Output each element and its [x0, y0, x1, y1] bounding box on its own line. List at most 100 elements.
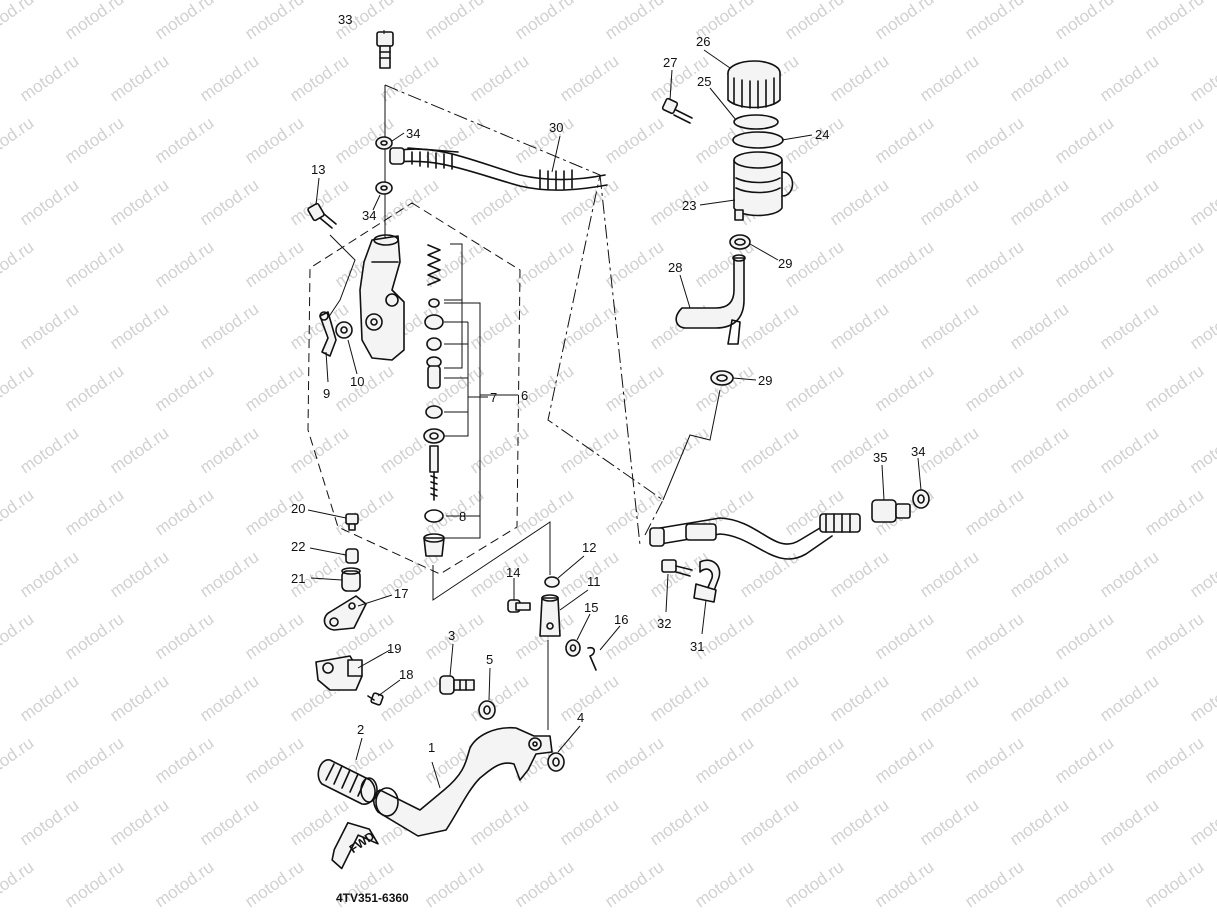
watermark-text: motod.ru — [916, 671, 982, 725]
callout-28: 28 — [668, 260, 682, 275]
watermark-text: motod.ru — [916, 175, 982, 229]
watermark-text: motod.ru — [961, 857, 1027, 911]
watermark-text: motod.ru — [691, 857, 757, 911]
watermark-text: motod.ru — [1186, 795, 1217, 849]
watermark-text: motod.ru — [1006, 423, 1072, 477]
watermark-text: motod.ru — [916, 299, 982, 353]
watermark-text: motod.ru — [0, 857, 37, 911]
bolt-3 — [439, 675, 475, 695]
callout-3: 3 — [448, 628, 455, 643]
washer-34-lower — [912, 489, 930, 509]
watermark-text: motod.ru — [466, 423, 532, 477]
watermark-text: motod.ru — [781, 361, 847, 415]
watermark-text: motod.ru — [151, 237, 217, 291]
watermark-text: motod.ru — [241, 0, 307, 43]
master-cylinder-kit-outline — [307, 202, 521, 575]
watermark-text: motod.ru — [1006, 547, 1072, 601]
watermark-text: motod.ru — [781, 0, 847, 43]
callout-29-upper: 29 — [778, 256, 792, 271]
watermark-text: motod.ru — [151, 361, 217, 415]
cotter-pin-16 — [587, 646, 597, 671]
watermark-text: motod.ru — [1051, 237, 1117, 291]
watermark-text: motod.ru — [1096, 175, 1162, 229]
watermark-text: motod.ru — [916, 547, 982, 601]
washer-15 — [565, 639, 581, 657]
watermark-text: motod.ru — [106, 671, 172, 725]
watermark-text: motod.ru — [151, 485, 217, 539]
callout-labels: 1 2 3 4 5 6 7 8 9 10 11 12 13 14 15 16 1… — [291, 12, 925, 755]
watermark-text: motod.ru — [196, 175, 262, 229]
callout-2: 2 — [357, 722, 364, 737]
pin-14 — [507, 599, 531, 613]
watermark-text: motod.ru — [61, 0, 127, 43]
bolt-32 — [661, 559, 693, 577]
watermark-text: motod.ru — [961, 361, 1027, 415]
watermark-text: motod.ru — [1186, 671, 1217, 725]
callout-30: 30 — [549, 120, 563, 135]
watermark-text: motod.ru — [646, 423, 712, 477]
watermark-text: motod.ru — [196, 423, 262, 477]
watermark-text: motod.ru — [0, 485, 37, 539]
watermark-text: motod.ru — [106, 423, 172, 477]
diagram-code: 4TV351-6360 — [336, 891, 409, 905]
watermark-text: motod.ru — [106, 795, 172, 849]
callout-4: 4 — [577, 710, 584, 725]
callout-22: 22 — [291, 539, 305, 554]
watermark-text: motod.ru — [691, 361, 757, 415]
watermark-text: motod.ru — [1141, 733, 1207, 787]
bracket-group-top — [444, 243, 463, 369]
watermark-text: motod.ru — [151, 857, 217, 911]
watermark-text: motod.ru — [1186, 299, 1217, 353]
watermark-text: motod.ru — [691, 609, 757, 663]
watermark-text: motod.ru — [781, 733, 847, 787]
watermark-text: motod.ru — [61, 733, 127, 787]
bracket-19 — [315, 655, 363, 691]
watermark-text: motod.ru — [61, 609, 127, 663]
callout-12: 12 — [582, 540, 596, 555]
watermark-text: motod.ru — [871, 237, 937, 291]
watermark-text: motod.ru — [241, 237, 307, 291]
callout-16: 16 — [614, 612, 628, 627]
watermark-text: motod.ru — [196, 51, 262, 105]
piston-kit-stack — [423, 244, 445, 557]
watermark-text: motod.ru — [241, 361, 307, 415]
watermark-text: motod.ru — [466, 175, 532, 229]
watermark-text: motod.ru — [1096, 423, 1162, 477]
watermark-text: motod.ru — [556, 671, 622, 725]
watermark-text: motod.ru — [106, 175, 172, 229]
watermark-text: motod.ru — [1006, 51, 1072, 105]
watermark-text: motod.ru — [826, 175, 892, 229]
watermark-text: motod.ru — [1186, 423, 1217, 477]
watermark-text: motod.ru — [1006, 795, 1072, 849]
watermark-text: motod.ru — [1186, 51, 1217, 105]
watermark-text: motod.ru — [16, 299, 82, 353]
callout-1: 1 — [428, 740, 435, 755]
diaphragm-plate-25 — [733, 114, 779, 130]
watermark-text: motod.ru — [916, 795, 982, 849]
hose-routing-line-2 — [599, 174, 641, 546]
clevis-11 — [539, 594, 561, 637]
callout-23: 23 — [682, 198, 696, 213]
watermark-text: motod.ru — [151, 0, 217, 43]
watermark-text: motod.ru — [1141, 609, 1207, 663]
watermark-text: motod.ru — [61, 857, 127, 911]
bracket-group-7 — [444, 321, 469, 437]
watermark-text: motod.ru — [736, 671, 802, 725]
watermark-text: motod.ru — [1141, 0, 1207, 43]
watermark-text: motod.ru — [871, 857, 937, 911]
callout-32: 32 — [657, 616, 671, 631]
watermark-text: motod.ru — [0, 113, 37, 167]
watermark-text: motod.ru — [331, 485, 397, 539]
watermark-text: motod.ru — [61, 237, 127, 291]
watermark-text: motod.ru — [1141, 113, 1207, 167]
watermark-text: motod.ru — [106, 299, 172, 353]
washer-5 — [478, 700, 496, 720]
nut-10 — [335, 321, 353, 339]
bolt-20 — [345, 513, 359, 531]
watermark-text: motod.ru — [286, 175, 352, 229]
hose-clamp-29-lower — [710, 370, 734, 386]
watermark-text: motod.ru — [826, 299, 892, 353]
watermark-text: motod.ru — [16, 51, 82, 105]
watermark-text: motod.ru — [601, 733, 667, 787]
